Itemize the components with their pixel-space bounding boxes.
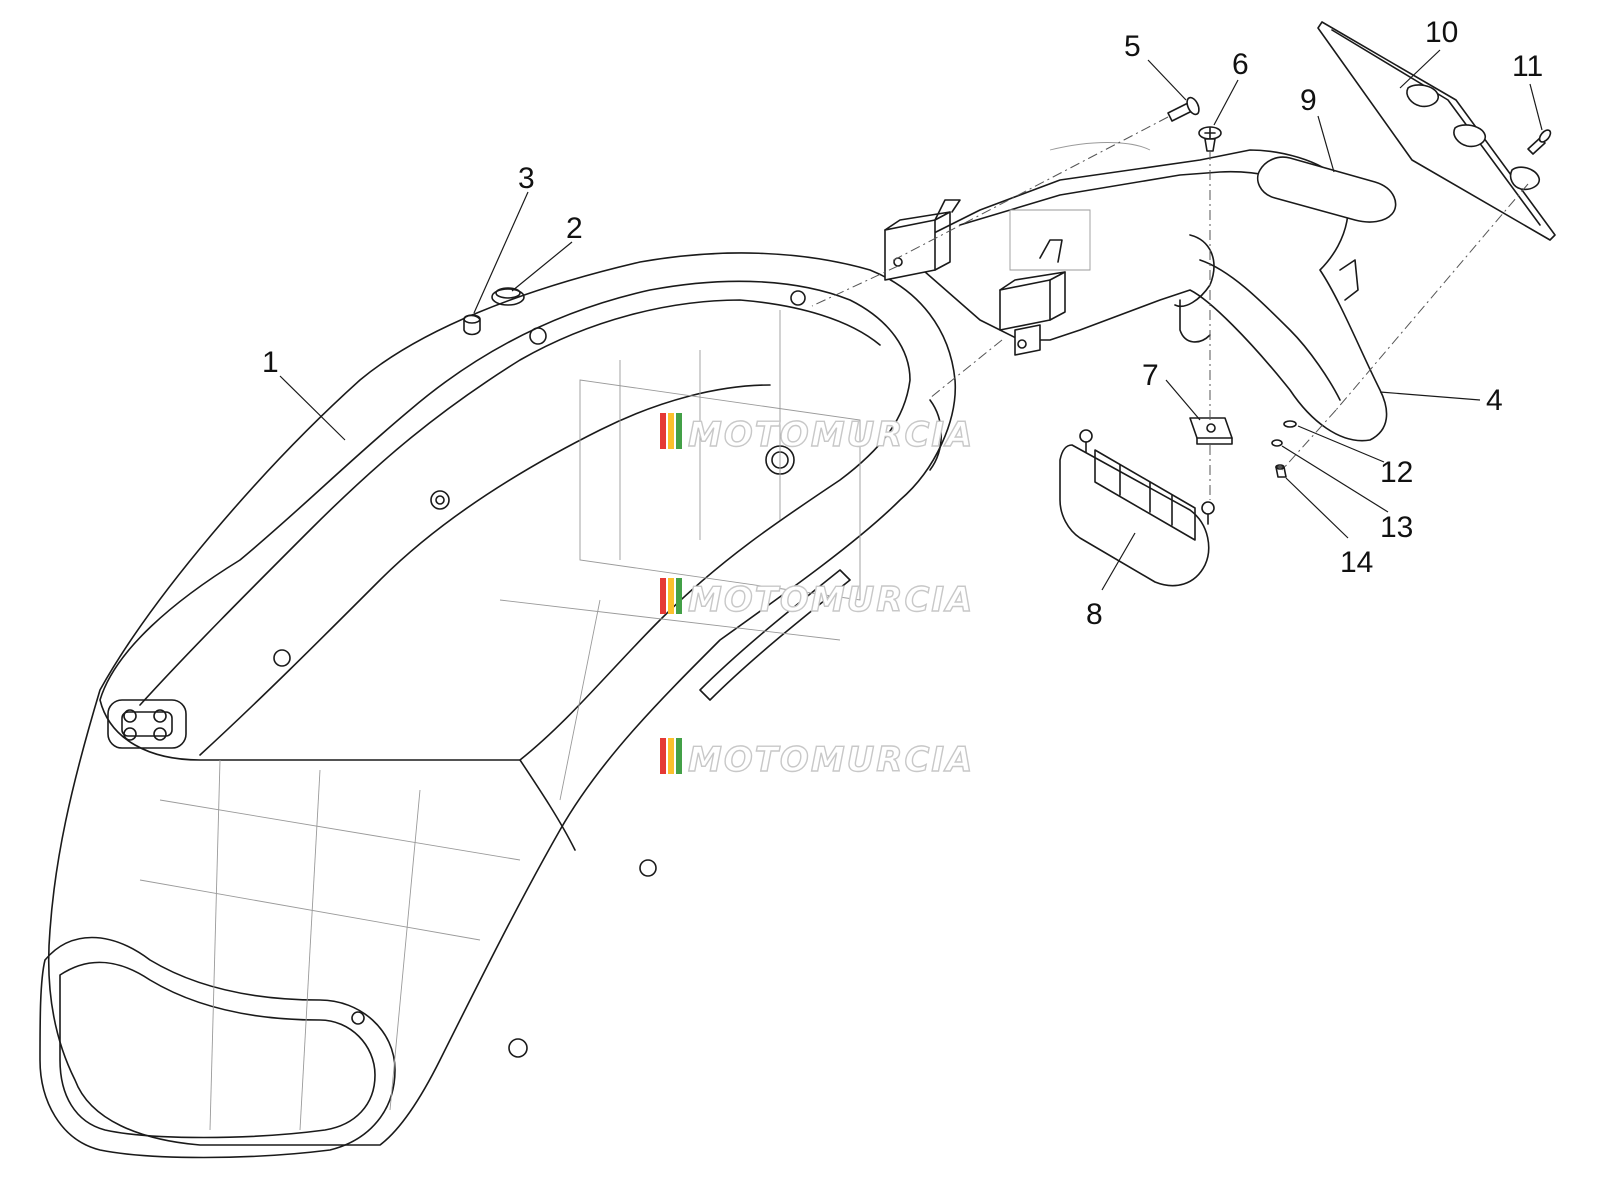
leader-line-7 (1165, 379, 1201, 421)
watermark-stripe-green (676, 413, 682, 449)
watermark-stripe-red (660, 413, 666, 449)
watermark-stripe-yellow (668, 413, 674, 449)
watermark-text: MOTOMURCIA (688, 580, 974, 620)
callout-7: 7 (1142, 359, 1159, 392)
watermark-stripe-yellow (668, 578, 674, 614)
clip-nut-part-7 (1189, 417, 1233, 445)
callouts: 1 2 3 4 5 6 7 8 9 10 11 12 13 14 (262, 16, 1543, 631)
leader-line-14 (1285, 477, 1349, 539)
callout-4: 4 (1486, 384, 1503, 417)
watermark-stripe-yellow (668, 738, 674, 774)
callout-10: 10 (1425, 16, 1458, 49)
callout-1: 1 (262, 346, 279, 379)
screw-part-11 (1527, 129, 1552, 155)
screw-part-6 (1198, 126, 1222, 152)
leader-line-6 (1213, 79, 1239, 126)
leader-line-10 (1399, 49, 1441, 89)
assembly-lines (811, 116, 1529, 500)
plate-bracket-part-10 (1317, 21, 1556, 241)
callout-11: 11 (1512, 50, 1543, 83)
watermark-bottom: MOTOMURCIA (660, 738, 974, 781)
screw-part-5 (1167, 96, 1200, 122)
leader-line-1 (279, 375, 346, 441)
leader-line-3 (473, 191, 529, 314)
watermark-top: MOTOMURCIA (660, 413, 974, 456)
watermark-stripe-red (660, 578, 666, 614)
washer-part-12 (1283, 420, 1297, 428)
callout-6: 6 (1232, 48, 1249, 81)
leader-line-2 (511, 241, 573, 292)
rear-body-cowl (39, 252, 957, 1159)
callout-13: 13 (1380, 511, 1413, 544)
watermark-middle: MOTOMURCIA (660, 578, 974, 621)
nut-part-14 (1275, 464, 1287, 478)
callout-8: 8 (1086, 598, 1103, 631)
leader-line-13 (1281, 445, 1389, 513)
leader-line-9 (1317, 115, 1335, 173)
plug-part-3 (463, 314, 481, 336)
rear-reflector-part-8 (1059, 429, 1215, 587)
leader-line-4 (1379, 391, 1481, 401)
callout-14: 14 (1340, 546, 1373, 579)
watermark: MOTOMURCIA MOTOMURCIA MOTOMURCIA (660, 413, 974, 781)
grommet-part-2 (491, 287, 525, 306)
callout-12: 12 (1380, 456, 1413, 489)
callout-5: 5 (1124, 30, 1141, 63)
leader-line-12 (1297, 425, 1385, 463)
watermark-stripe-red (660, 738, 666, 774)
leader-line-11 (1529, 83, 1543, 131)
callout-3: 3 (518, 162, 535, 195)
washer-part-13 (1271, 439, 1283, 447)
watermark-text: MOTOMURCIA (688, 740, 974, 780)
watermark-text: MOTOMURCIA (688, 415, 974, 455)
watermark-stripe-green (676, 578, 682, 614)
leader-line-8 (1101, 532, 1136, 591)
reflector-strip-part-9 (1256, 156, 1397, 223)
callout-2: 2 (566, 212, 583, 245)
watermark-stripe-green (676, 738, 682, 774)
callout-9: 9 (1300, 84, 1317, 117)
leader-line-5 (1147, 59, 1187, 101)
